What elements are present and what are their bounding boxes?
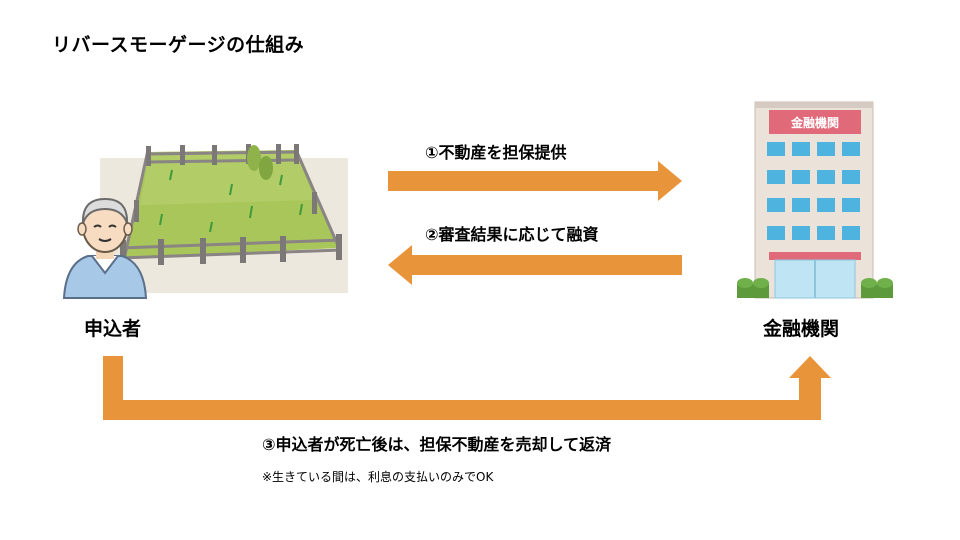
page-title: リバースモーゲージの仕組み [52,34,305,56]
applicant-label: 申込者 [84,318,142,340]
bank-building-icon: 金融機関 [737,101,893,299]
bank-sign-text: 金融機関 [790,115,839,130]
return-arrow-icon [103,356,831,420]
step2-text: ②審査結果に応じて融資 [425,225,599,244]
land-plot-icon [100,144,348,293]
footnote: ※生きている間は、利息の支払いのみでOK [262,470,494,484]
elderly-man-icon [62,197,148,299]
bank-label: 金融機関 [763,318,840,340]
arrow-left-icon [388,245,682,285]
step1-text: ①不動産を担保提供 [425,143,567,162]
arrow-right-icon [388,161,682,201]
step3-text: ③申込者が死亡後は、担保不動産を売却して返済 [262,435,612,454]
